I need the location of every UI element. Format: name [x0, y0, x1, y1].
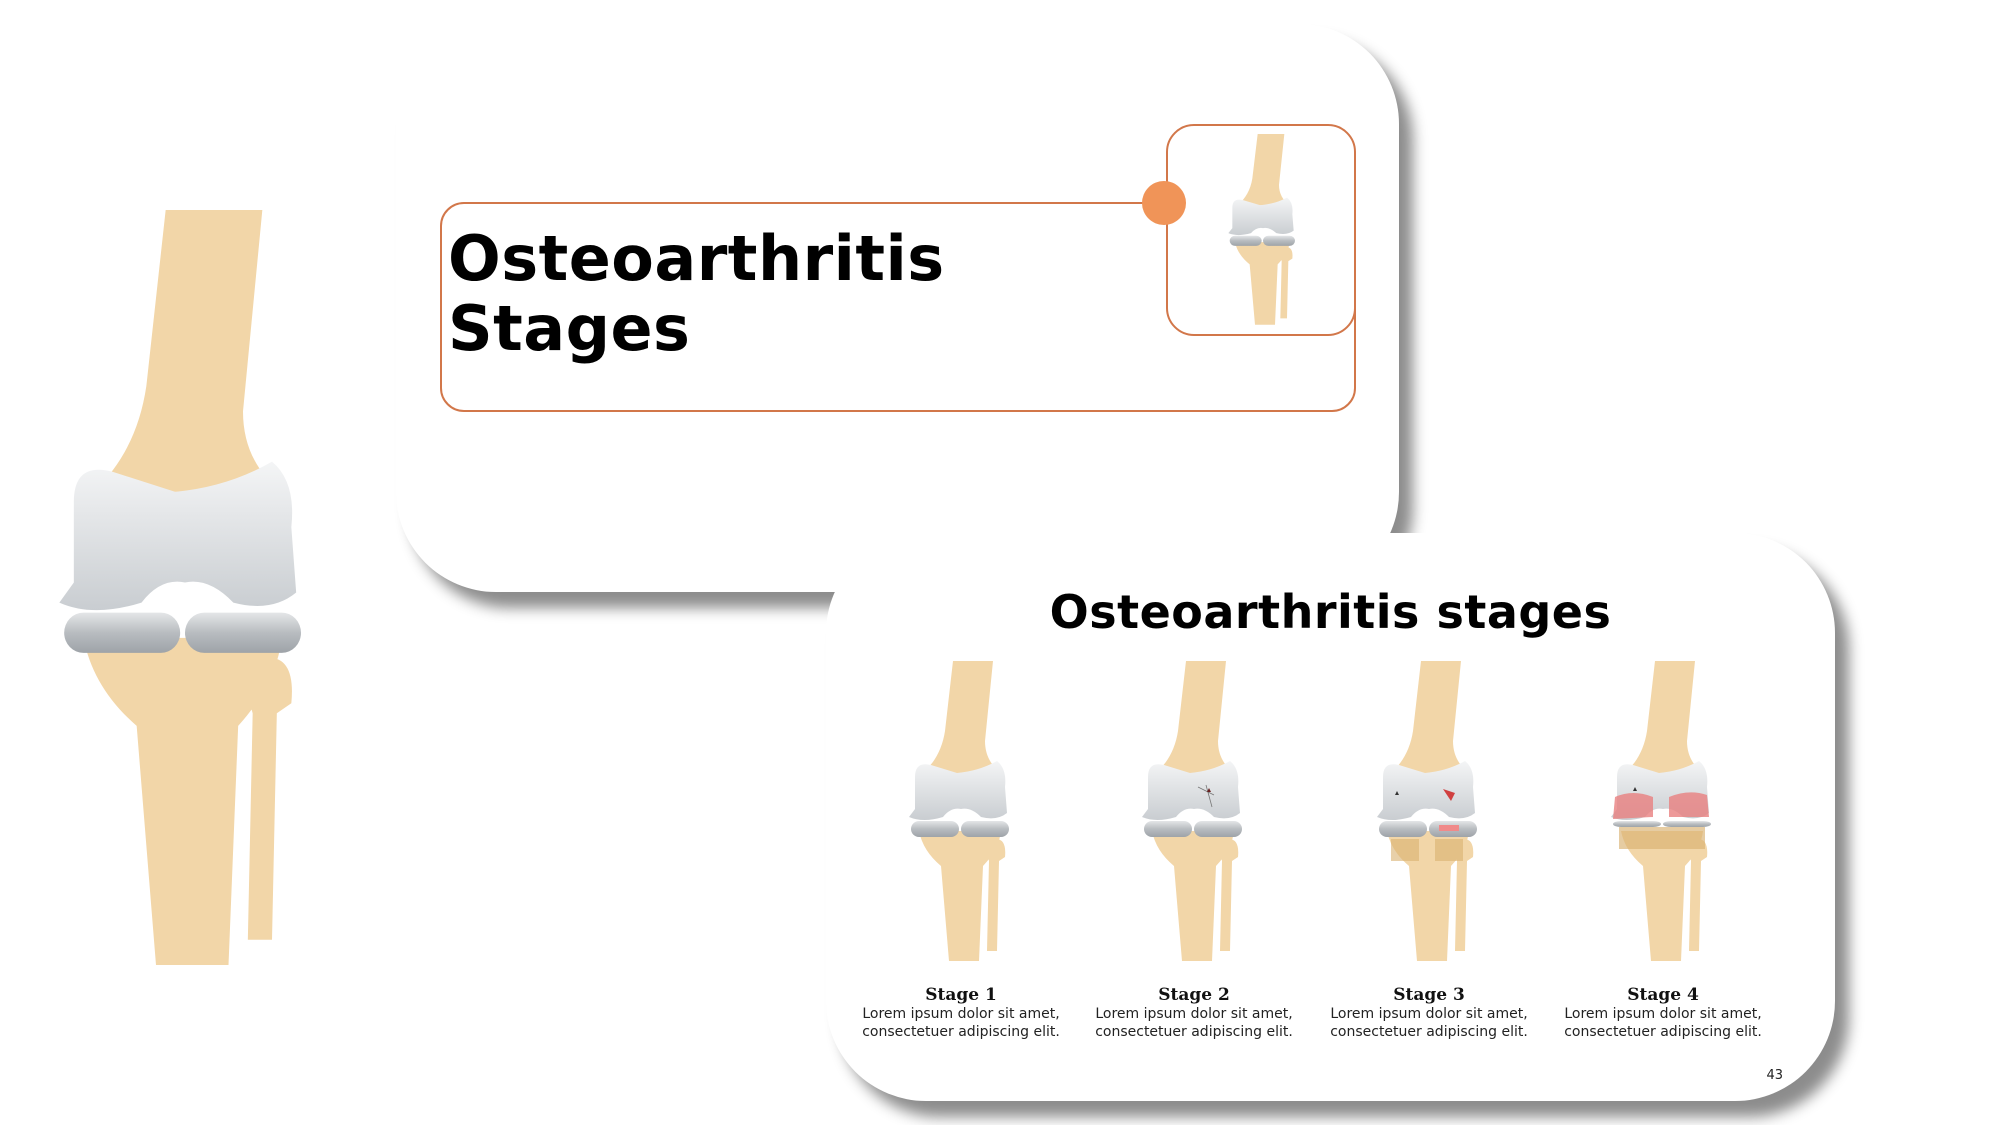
stage-4: Stage 4 Lorem ipsum dolor sit amet,conse…: [1548, 661, 1778, 1041]
connector-dot: [1142, 181, 1186, 225]
page-number: 43: [1766, 1068, 1783, 1083]
title-line-2: Stages: [448, 292, 691, 365]
stage-3: Stage 3 Lorem ipsum dolor sit amet,conse…: [1314, 661, 1544, 1041]
knee-stage-2-icon: [1079, 661, 1309, 963]
knee-stage-4-icon: [1548, 661, 1778, 963]
stage-desc: Lorem ipsum dolor sit amet,consectetuer …: [1095, 1006, 1293, 1040]
stage-name: Stage 4: [1627, 985, 1699, 1005]
stage-1: Stage 1 Lorem ipsum dolor sit amet,conse…: [846, 661, 1076, 1041]
stage-name: Stage 3: [1393, 985, 1465, 1005]
stage-desc: Lorem ipsum dolor sit amet,consectetuer …: [1564, 1006, 1762, 1040]
slide-title: Osteoarthritis Stages: [448, 224, 945, 364]
large-knee-illustration: [40, 210, 330, 970]
title-slide[interactable]: Osteoarthritis Stages: [396, 24, 1399, 592]
knee-stage-3-icon: [1314, 661, 1544, 963]
stage-desc: Lorem ipsum dolor sit amet,consectetuer …: [862, 1006, 1060, 1040]
thumbnail-knee-icon: [1223, 134, 1303, 326]
stage-desc: Lorem ipsum dolor sit amet,consectetuer …: [1330, 1006, 1528, 1040]
thumbnail-frame: [1166, 124, 1356, 336]
stage-2: Stage 2 Lorem ipsum dolor sit amet,conse…: [1079, 661, 1309, 1041]
stages-slide[interactable]: Osteoarthritis stages Stage 1 Lorem ipsu…: [826, 533, 1835, 1101]
knee-stage-1-icon: [846, 661, 1076, 963]
stages-title: Osteoarthritis stages: [1049, 585, 1612, 639]
stage-name: Stage 2: [1158, 985, 1230, 1005]
stage-name: Stage 1: [925, 985, 997, 1005]
title-line-1: Osteoarthritis: [448, 222, 945, 295]
